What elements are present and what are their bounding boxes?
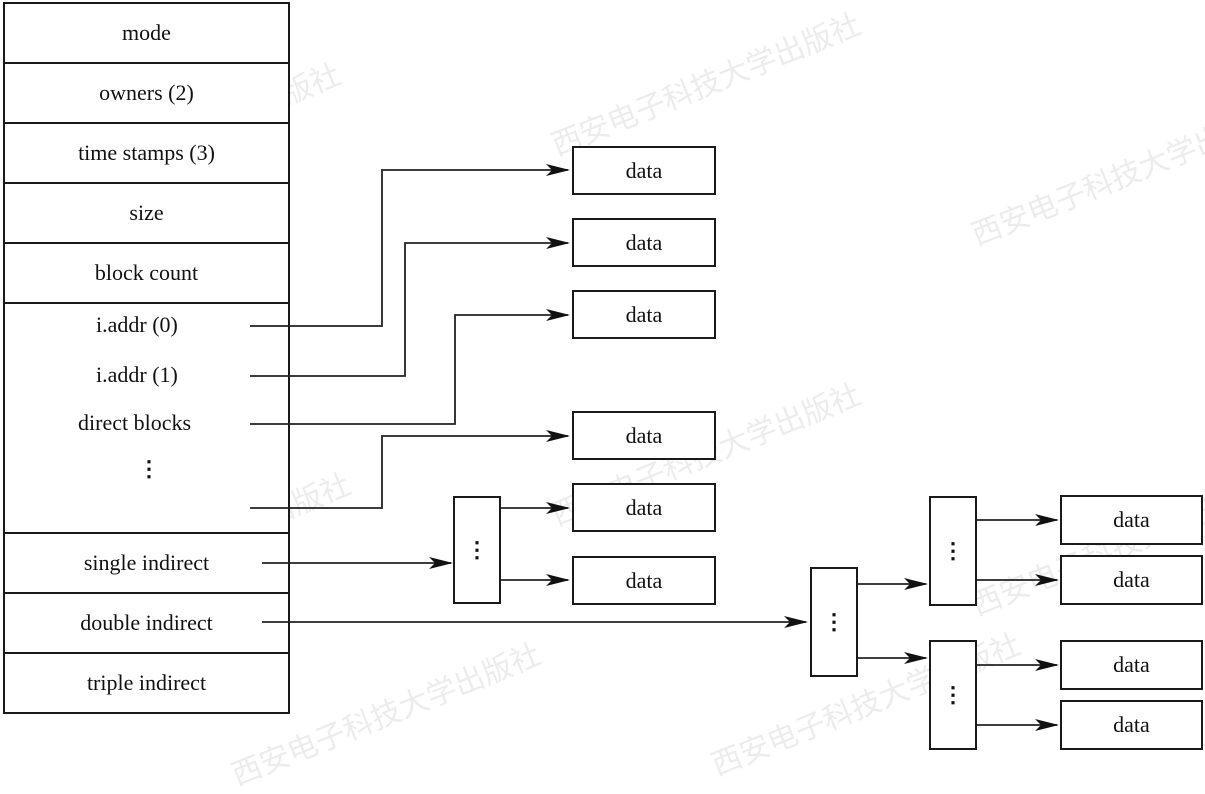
data-label: data: [1113, 712, 1150, 737]
data-block: data: [572, 483, 716, 532]
data-block: data: [1060, 640, 1203, 690]
time-stamps-label: time stamps (3): [78, 140, 215, 165]
data-block: data: [572, 218, 716, 267]
ellipsis-icon: ⋮: [138, 456, 160, 481]
single-indirect-label: single indirect: [83, 550, 210, 575]
time-stamps-field: time stamps (3): [5, 124, 288, 184]
data-label: data: [625, 157, 663, 183]
owners-label: owners (2): [99, 80, 194, 105]
data-block: data: [572, 146, 716, 195]
double-indirect-label: double indirect: [80, 610, 213, 635]
data-label: data: [625, 494, 663, 520]
triple-indirect-field: triple indirect: [5, 654, 288, 712]
pointer-arrows: [250, 164, 1059, 731]
second-level-block: ⋮: [929, 640, 977, 750]
data-block: data: [572, 411, 716, 460]
addr1-label: i.addr (1): [96, 362, 178, 387]
direct-pointer: [250, 309, 570, 425]
direct-blocks-label: direct blocks: [78, 410, 192, 435]
single-indirect-block: ⋮: [453, 496, 501, 604]
data-label: data: [625, 301, 663, 327]
ellipsis-icon: ⋮: [466, 537, 488, 562]
owners-field: owners (2): [5, 64, 288, 124]
data-label: data: [625, 567, 663, 593]
second-level-block: ⋮: [929, 496, 977, 606]
triple-indirect-label: triple indirect: [86, 670, 207, 695]
data-block: data: [572, 556, 716, 605]
data-label: data: [625, 229, 663, 255]
addr0-label: i.addr (0): [96, 312, 178, 337]
data-block: data: [1060, 495, 1203, 545]
double-indirect-field: double indirect: [5, 594, 288, 654]
direct-blocks-section: [5, 304, 288, 534]
block-count-label: block count: [94, 260, 199, 285]
mode-label: mode: [122, 20, 171, 45]
block-count-field: block count: [5, 244, 288, 304]
size-label: size: [129, 200, 164, 225]
direct-last-pointer: [250, 430, 570, 509]
double-indirect-block: ⋮: [810, 567, 858, 677]
size-field: size: [5, 184, 288, 244]
data-block: data: [1060, 700, 1203, 750]
ellipsis-icon: ⋮: [942, 538, 964, 563]
ellipsis-icon: ⋮: [942, 682, 964, 707]
mode-field: mode: [5, 4, 288, 64]
data-block: data: [572, 290, 716, 339]
addr0-pointer: [250, 164, 570, 327]
ellipsis-icon: ⋮: [823, 609, 845, 634]
data-label: data: [625, 422, 663, 448]
data-label: data: [1113, 507, 1150, 532]
data-label: data: [1113, 652, 1150, 677]
inode-table: mode owners (2) time stamps (3) size blo…: [3, 2, 290, 714]
data-label: data: [1113, 567, 1150, 592]
addr1-pointer: [250, 237, 570, 377]
data-block: data: [1060, 555, 1203, 605]
single-indirect-field: single indirect: [5, 534, 288, 594]
